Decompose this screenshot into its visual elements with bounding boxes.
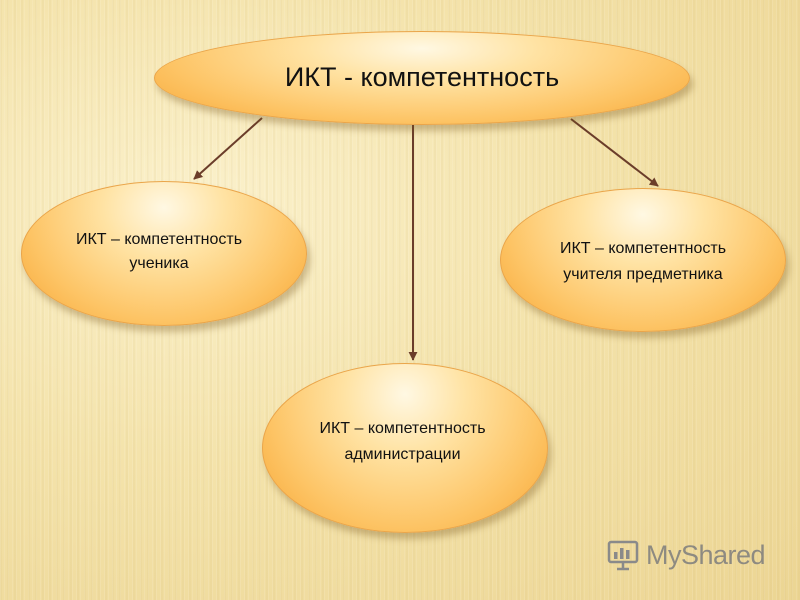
presentation-board-icon <box>607 540 639 571</box>
teacher-node: ИКТ – компетентность учителя предметника <box>500 188 786 332</box>
arrow-to-student <box>193 117 263 180</box>
root-node: ИКТ - компетентность <box>154 31 690 125</box>
teacher-node-label-line2: учителя предметника <box>563 265 723 283</box>
arrow-to-teacher <box>570 118 659 187</box>
admin-node-label-line2: администрации <box>344 445 461 463</box>
student-node: ИКТ – компетентность ученика <box>21 181 307 326</box>
admin-node-label-line1: ИКТ – компетентность <box>319 419 486 437</box>
student-node-label-line2: ученика <box>129 254 189 272</box>
myshared-watermark: MyShared <box>606 536 776 574</box>
teacher-node-label-line1: ИКТ – компетентность <box>559 239 727 257</box>
watermark-text: MyShared <box>646 539 766 570</box>
admin-node: ИКТ – компетентность администрации <box>262 363 548 533</box>
root-node-label: ИКТ - компетентность <box>284 61 560 92</box>
student-node-label-line1: ИКТ – компетентность <box>75 230 243 248</box>
